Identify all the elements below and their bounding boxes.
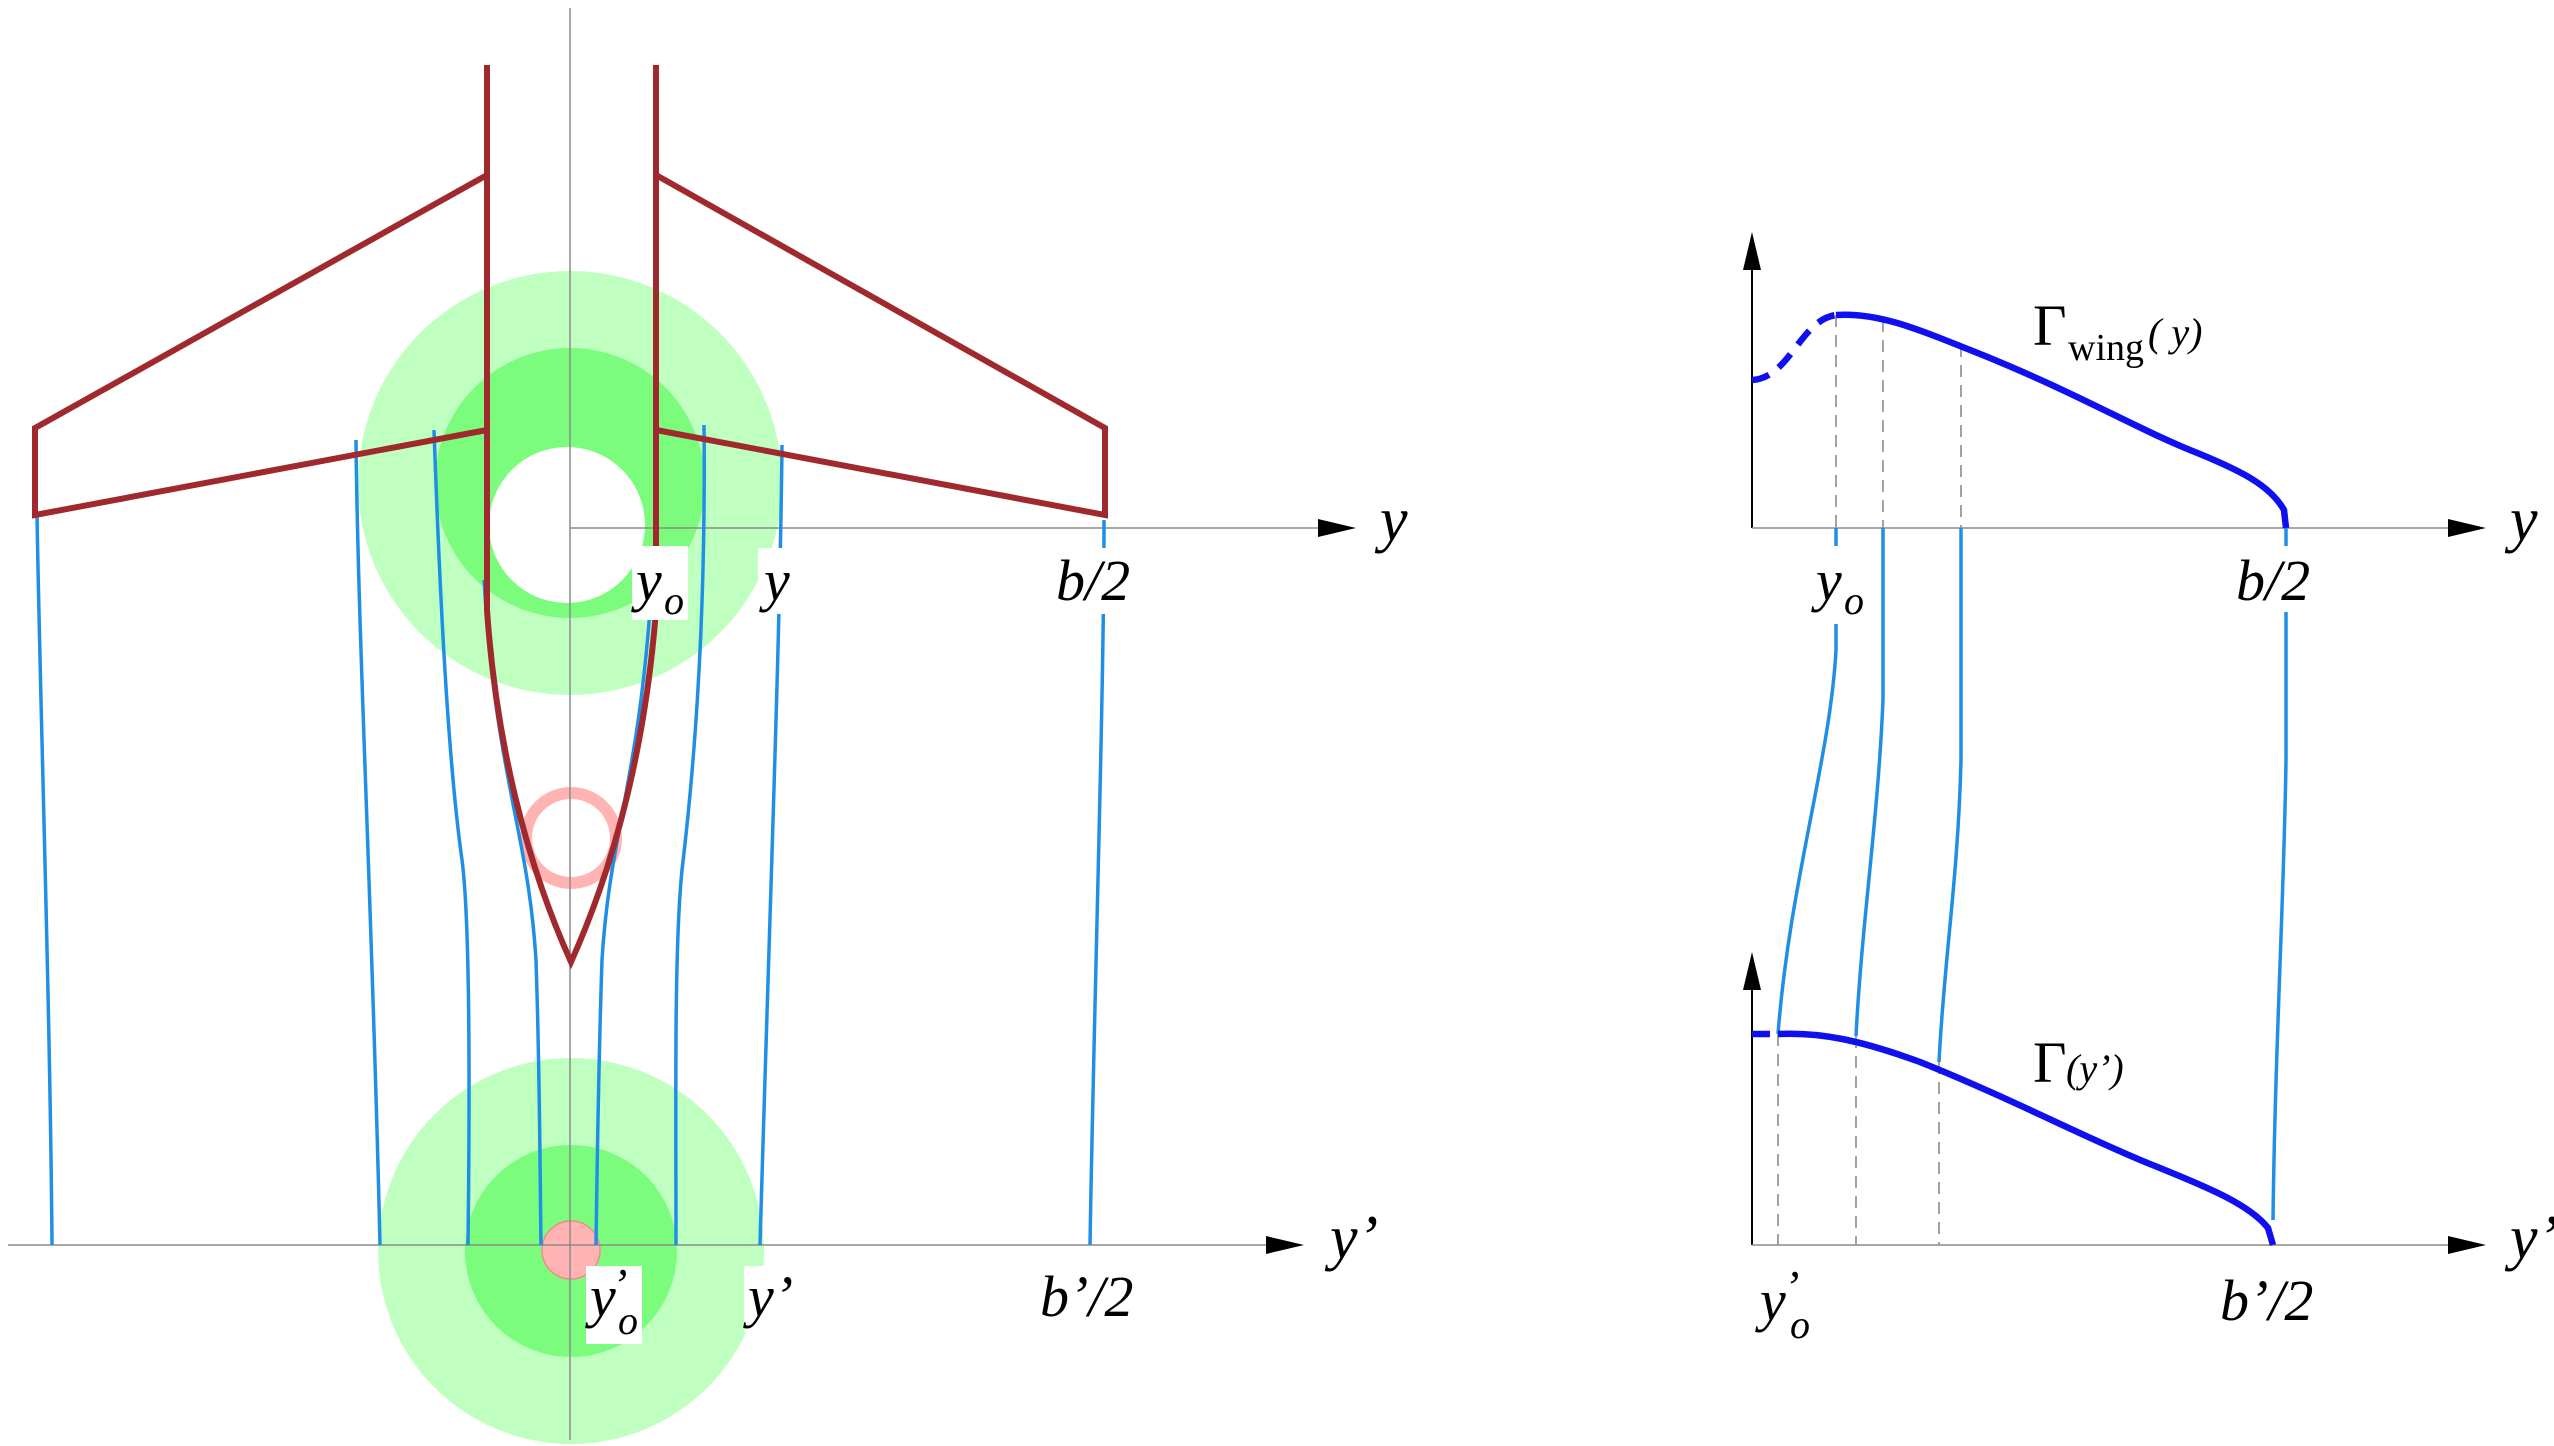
svg-text:y: y [759,548,790,613]
label-semispan-wing: b/2 [1052,548,1164,614]
top-tick-semispan: b/2 [2232,546,2344,613]
fuselage-outline [484,65,659,970]
svg-text:o: o [1844,578,1864,623]
svg-text:y’: y’ [743,1264,793,1329]
gamma-wing-dashed-inboard [1751,311,1837,384]
streamline-left-3 [432,429,471,1246]
svg-text:b’/2: b’/2 [1040,1264,1133,1329]
label-y-prime-wake: y’ [743,1264,806,1332]
gamma-wake-curve [1777,1030,2277,1246]
gamma-wing-vertical-arrow [1743,232,1761,270]
svg-text:’: ’ [1784,1261,1799,1312]
svg-text:o: o [618,1298,638,1343]
left-panel: y o y b/2 y y ’ o y’ b’/2 y’ [8,8,1408,1444]
gamma-wing-curve [1835,311,2290,529]
link-streamline-yo [1776,528,1838,1035]
svg-text:o: o [1790,1302,1810,1347]
label-y-wing: y [758,548,806,614]
top-tick-yo: y o [1811,546,1876,624]
right-panel: Γ wing ( y) Γ (y’) y o b/2 y y ’ o b’/2 [1743,232,2554,1348]
right-bottom-axis-label: y’ [2504,1204,2554,1272]
top-axis-label: y [1374,486,1408,554]
wake-vortex-core [541,1220,601,1280]
bottom-y-axis-arrow [1266,1236,1304,1254]
gamma-wake-vertical-arrow [1743,952,1761,990]
svg-text:’: ’ [612,1259,627,1310]
link-streamline-tip [2271,528,2288,1221]
svg-text:b/2: b/2 [2236,548,2310,613]
bottom-tick-yo: y ’ o [1755,1261,1820,1348]
streamline-right-tip [1088,519,1106,1246]
gamma-wake-horizontal-arrow [2448,1236,2486,1254]
left-wing-outline [32,172,489,519]
right-wing-outline [654,172,1108,519]
label-yo-wing: y o [631,546,688,623]
svg-text:b/2: b/2 [1056,548,1130,613]
label-semispan-prime-wake: b’/2 [1036,1264,1162,1332]
bottom-tick-semispan-prime: b’/2 [2216,1266,2342,1333]
streamline-left-4 [354,439,382,1246]
link-streamline-3 [1937,528,1963,1063]
svg-text:( y): ( y) [2148,310,2202,355]
svg-text:o: o [664,578,684,623]
svg-text:y: y [585,1264,616,1329]
gamma-wake-label: Γ (y’) [2033,1030,2124,1095]
svg-text:b’/2: b’/2 [2220,1268,2313,1333]
link-streamline-2 [1854,528,1885,1037]
intermediate-vortex-ring [520,787,622,889]
top-y-axis-arrow [1318,519,1356,537]
label-yo-wake: y ’ o [585,1259,642,1344]
svg-text:y: y [1755,1268,1786,1333]
streamline-left-tip [35,514,54,1246]
svg-text:Γ: Γ [2033,1030,2067,1095]
gamma-wing-label: Γ wing ( y) [2033,293,2202,369]
streamline-right-1 [594,579,654,1246]
svg-text:Γ: Γ [2033,293,2067,358]
streamline-right-y [758,444,784,1246]
svg-text:(y’): (y’) [2066,1046,2124,1091]
streamline-right-2 [674,424,706,1246]
svg-text:wing: wing [2068,327,2144,369]
bottom-axis-label: y’ [1324,1204,1378,1272]
right-top-axis-label: y [2504,486,2538,554]
gamma-wing-horizontal-arrow [2448,519,2486,537]
svg-text:y: y [631,548,662,613]
fuselage-core-hole [489,447,645,603]
svg-text:y: y [1811,548,1842,613]
